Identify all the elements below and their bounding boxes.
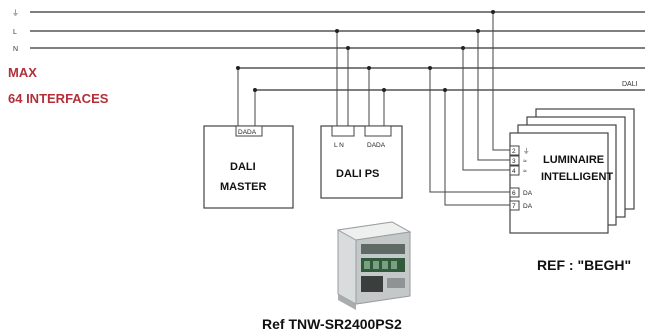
junction-dot — [491, 10, 495, 14]
lum-l-wire — [477, 31, 510, 161]
luminaire-terminal-number: 2 — [512, 148, 516, 155]
lum-n-wire — [462, 48, 510, 171]
junction-dot — [428, 66, 432, 70]
luminaire-terminal-label: ≈ — [523, 158, 527, 165]
luminaire-box-front — [509, 132, 609, 234]
dali-master-terminals — [235, 125, 263, 137]
dali-ps-dali-terminals — [364, 125, 392, 137]
dali-ps-label: DALI PS — [336, 168, 379, 180]
lum-earth-wire — [492, 12, 510, 151]
luminaire-terminal-number: 4 — [512, 168, 516, 175]
neutral-bus-label: N — [13, 46, 18, 53]
luminaire-terminal-label: ≈ — [523, 168, 527, 175]
junction-dot — [236, 66, 240, 70]
dali-ps-dali-label: DADA — [367, 142, 386, 149]
junction-dot — [382, 88, 386, 92]
luminaire-label-2: INTELLIGENT — [541, 171, 613, 183]
luminaire-terminal-label: DA — [523, 203, 533, 210]
junction-dot — [335, 29, 339, 33]
luminaire-terminal-number: 7 — [512, 203, 516, 210]
max-interfaces-line1: MAX — [8, 65, 37, 80]
dali-master-box — [203, 125, 294, 209]
luminaire-terminal-label: DA — [523, 190, 533, 197]
dali-ps-power-label: L N — [334, 142, 344, 149]
dali-ps-power-terminals — [331, 125, 355, 137]
lum-da1-wire — [429, 68, 510, 193]
junction-dot — [346, 46, 350, 50]
dali-master-terminal-label: DADA — [238, 129, 257, 136]
line-bus-label: L — [13, 29, 17, 36]
luminaire-reference: REF : "BEGH" — [537, 257, 631, 273]
dali-master-label-1: DALI — [230, 161, 256, 173]
din-rail-power-supply-image — [336, 221, 412, 310]
junction-dot — [476, 29, 480, 33]
dali-ps-box — [320, 125, 403, 199]
lum-da2-wire — [444, 90, 510, 206]
luminaire-terminal-number: 6 — [512, 190, 516, 197]
luminaire-terminal-label: ⏚ — [523, 147, 530, 155]
junction-dot — [443, 88, 447, 92]
luminaire-label-1: LUMINAIRE — [543, 154, 604, 166]
dali-bus-label: DALI — [622, 81, 638, 88]
earth-bus-label: ⏚ — [12, 9, 19, 17]
junction-dot — [367, 66, 371, 70]
junction-dot — [461, 46, 465, 50]
luminaire-terminal-number: 3 — [512, 158, 516, 165]
dali-master-label-2: MASTER — [220, 181, 267, 193]
junction-dot — [253, 88, 257, 92]
device-reference: Ref TNW-SR2400PS2 — [262, 316, 402, 332]
max-interfaces-line2: 64 INTERFACES — [8, 91, 109, 106]
